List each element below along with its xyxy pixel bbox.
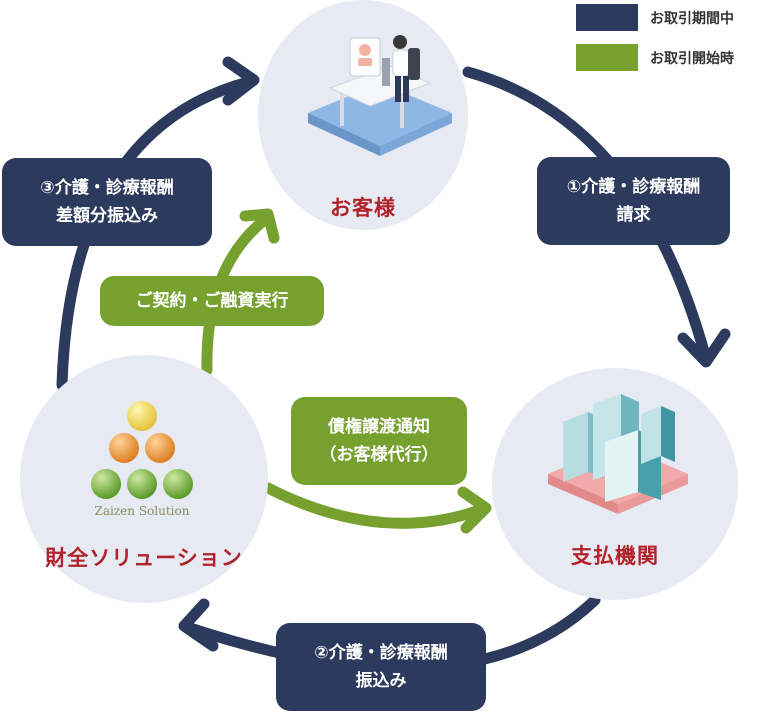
- step1-box: ①介護・診療報酬 請求: [537, 157, 730, 245]
- contract-box: ご契約・ご融資実行: [100, 276, 324, 326]
- notice-line2: （お客様代行）: [319, 445, 439, 465]
- legend-item-start: お取引開始時: [576, 44, 734, 71]
- legend-swatch-green: [576, 44, 638, 71]
- step2-line1: ②介護・診療報酬: [314, 643, 448, 663]
- step3-line2: 差額分振込み: [56, 206, 158, 226]
- doctor-at-desk-icon: [308, 35, 452, 156]
- zaizen-logo-text: Zaizen Solution: [94, 504, 190, 518]
- arrow-zaizen-to-payer-green: [262, 482, 486, 529]
- payer-label: 支払機関: [571, 544, 659, 568]
- notice-line1: 債権譲渡通知: [328, 417, 430, 437]
- office-buildings-icon: [548, 394, 688, 514]
- arrowhead-customer: [222, 56, 260, 106]
- step3-line1: ③介護・診療報酬: [40, 178, 174, 198]
- legend-swatch-navy: [576, 4, 638, 31]
- step1-line1: ①介護・診療報酬: [566, 177, 701, 197]
- legend-label-start: お取引開始時: [650, 50, 734, 67]
- legend-item-during: お取引期間中: [576, 4, 734, 31]
- zaizen-label: 財全ソリューション: [45, 546, 243, 570]
- notice-box: 債権譲渡通知 （お客様代行）: [291, 397, 467, 485]
- step3-box: ③介護・診療報酬 差額分振込み: [2, 158, 212, 246]
- customer-label: お客様: [330, 196, 396, 220]
- zaizen-solution-logo: [91, 401, 193, 499]
- step2-line2: 振込み: [355, 671, 407, 691]
- contract-line1: ご契約・ご融資実行: [135, 291, 289, 311]
- step1-line2: 請求: [616, 205, 651, 225]
- legend-label-during: お取引期間中: [650, 10, 734, 27]
- arrowhead-payer: [677, 328, 731, 368]
- arrowhead-payer-green: [457, 486, 492, 534]
- step2-box: ②介護・診療報酬 振込み: [276, 623, 486, 711]
- arrowhead-customer-green: [239, 208, 280, 244]
- arrowhead-zaizen: [178, 598, 219, 652]
